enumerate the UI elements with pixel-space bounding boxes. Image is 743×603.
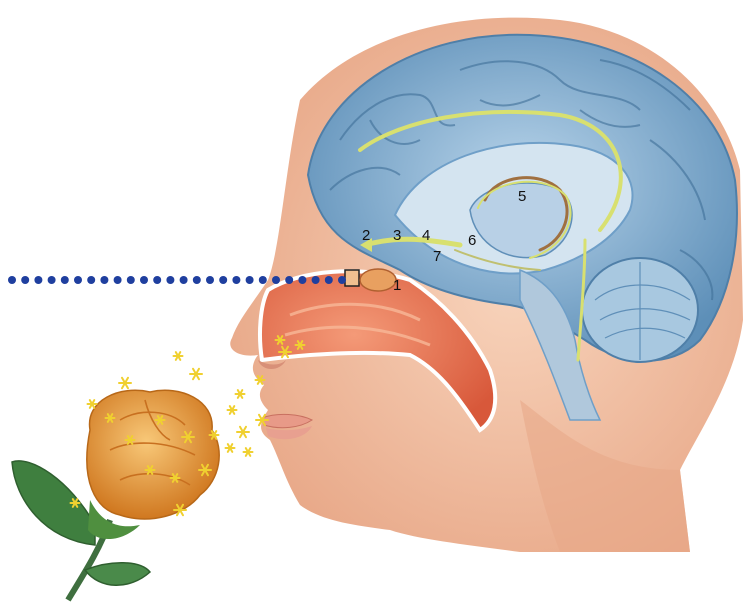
sparkle-star <box>236 390 245 398</box>
label-7: 7 <box>433 248 441 265</box>
sparkle-star <box>228 406 237 414</box>
sparkle-star <box>190 369 202 379</box>
olfactory-receptor-box <box>345 270 359 286</box>
rose-leaf-bottom <box>85 563 150 586</box>
scent-dot <box>34 276 42 284</box>
scent-dot <box>61 276 69 284</box>
label-2: 2 <box>362 227 370 244</box>
scent-dot <box>259 276 267 284</box>
scent-dot <box>298 276 306 284</box>
scent-dot <box>325 276 333 284</box>
scent-dot <box>140 276 148 284</box>
scent-dot <box>246 276 254 284</box>
label-6: 6 <box>468 232 476 249</box>
olfactory-bulb <box>360 269 396 291</box>
sparkle-star <box>226 444 235 452</box>
scent-dot <box>74 276 82 284</box>
sparkle-star <box>119 378 131 388</box>
scent-dot <box>21 276 29 284</box>
scent-dot <box>206 276 214 284</box>
scent-dot <box>193 276 201 284</box>
scent-dot <box>48 276 56 284</box>
scent-dot <box>312 276 320 284</box>
scent-dot <box>232 276 240 284</box>
scent-dot <box>272 276 280 284</box>
label-1: 1 <box>393 277 401 294</box>
scent-dot <box>100 276 108 284</box>
rose-petals <box>87 390 219 519</box>
sparkle-star <box>244 448 253 456</box>
scent-dot <box>114 276 122 284</box>
sparkle-star <box>237 427 249 437</box>
scent-dot <box>8 276 16 284</box>
label-5: 5 <box>518 188 526 205</box>
scent-dot <box>338 276 346 284</box>
label-4: 4 <box>422 227 430 244</box>
scent-dot <box>153 276 161 284</box>
scent-dot <box>166 276 174 284</box>
scent-dot <box>180 276 188 284</box>
scent-dot <box>127 276 135 284</box>
rose-leaf-left <box>12 461 95 545</box>
scent-dot <box>219 276 227 284</box>
label-3: 3 <box>393 227 401 244</box>
scent-dot <box>285 276 293 284</box>
sparkle-star <box>174 352 183 360</box>
scent-dot <box>87 276 95 284</box>
rose <box>12 390 219 600</box>
